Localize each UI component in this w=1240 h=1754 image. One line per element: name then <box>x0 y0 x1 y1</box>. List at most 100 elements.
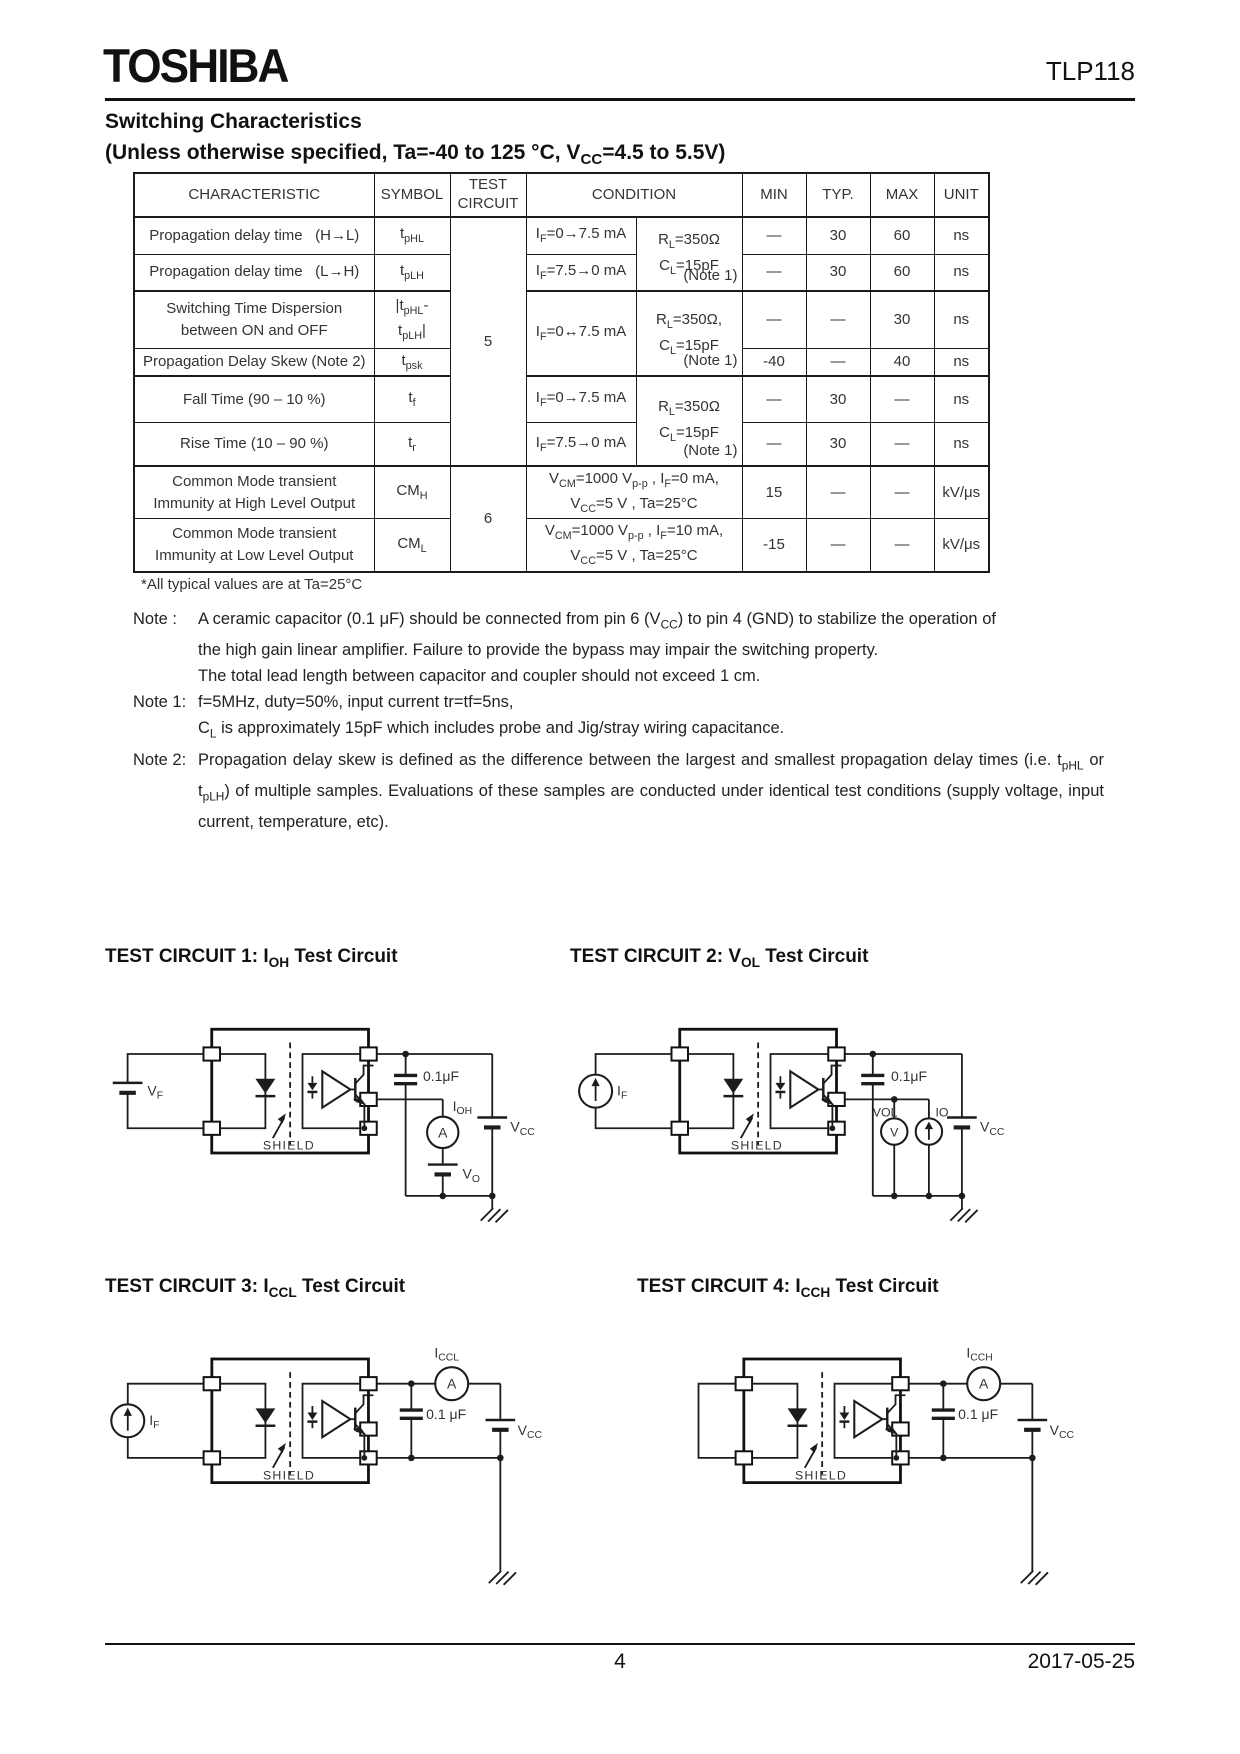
cell-characteristic: Propagation Delay Skew (Note 2) <box>133 347 375 378</box>
cell-characteristic: Fall Time (90 – 10 %) <box>133 375 375 423</box>
ioh-label: IOH <box>453 1098 472 1117</box>
bypass-capacitor: 0.1 μF <box>399 1383 466 1462</box>
io-source: IO <box>914 1099 949 1200</box>
ground-icon <box>488 1570 517 1586</box>
note-text: the high gain linear amplifier. Failure … <box>198 641 879 660</box>
cell-unit: ns <box>933 421 990 468</box>
note-label: Note : <box>133 610 178 628</box>
toshiba-logo: TOSHIBA <box>103 39 289 93</box>
table-row: Propagation delay time (L→H) tpLH IF=7.5… <box>133 253 990 292</box>
test-circuit-3-title: TEST CIRCUIT 3: ICCL Test Circuit <box>105 1276 406 1300</box>
test-circuit-4-diagram: A ICCH 0.1 μF VCC <box>697 1344 1074 1586</box>
cell-symbol: tr <box>373 421 451 468</box>
column-header-condition: CONDITION <box>525 172 743 218</box>
cell-max: — <box>869 518 935 573</box>
arrow-up-icon <box>123 1407 132 1416</box>
junction-dot <box>408 1380 415 1387</box>
cell-symbol: CML <box>373 518 451 573</box>
cell-condition: VCM=1000 Vp-p , IF=0 mA,VCC=5 V , Ta=25°… <box>525 465 743 520</box>
voltmeter-letter: V <box>890 1126 899 1140</box>
cell-unit: kV/μs <box>933 465 990 520</box>
cell-condition: VCM=1000 Vp-p , IF=10 mA,VCC=5 V , Ta=25… <box>525 518 743 573</box>
cell-min: — <box>741 253 807 292</box>
if-label: IF <box>149 1412 159 1431</box>
iccl-ammeter: A ICCL <box>376 1344 501 1402</box>
table-footnote: *All typical values are at Ta=25°C <box>141 576 363 593</box>
capacitor-label: 0.1μF <box>891 1068 927 1084</box>
cell-characteristic: Propagation delay time (H→L) <box>133 216 375 255</box>
note-text: The total lead length between capacitor … <box>198 667 761 686</box>
ground-rail <box>376 1454 517 1586</box>
vcc-source: VCC <box>485 1383 543 1458</box>
test-circuit-3-diagram: IF A ICCL 0.1 μF VCC <box>110 1344 543 1586</box>
vol-label: VOL <box>873 1106 898 1120</box>
test-circuit-4-title: TEST CIRCUIT 4: ICCH Test Circuit <box>637 1276 939 1300</box>
vf-label: VF <box>147 1082 163 1101</box>
column-header-max: MAX <box>869 172 935 218</box>
bypass-capacitor: 0.1 μF <box>931 1383 998 1462</box>
cell-max: — <box>869 375 935 423</box>
cell-unit: ns <box>933 347 990 378</box>
cell-max: — <box>869 465 935 520</box>
cell-typ: — <box>805 347 871 378</box>
ground-icon <box>1020 1570 1049 1586</box>
note-text: A ceramic capacitor (0.1 μF) should be c… <box>198 610 996 632</box>
cell-characteristic: Rise Time (10 – 90 %) <box>133 421 375 468</box>
header-divider <box>105 98 1135 101</box>
cell-max: 60 <box>869 253 935 292</box>
note-text: CL is approximately 15pF which includes … <box>198 719 785 741</box>
capacitor-label: 0.1 μF <box>426 1406 466 1422</box>
cell-typ: 30 <box>805 253 871 292</box>
cell-condition-load: RL=350Ω CL=15pF (Note 1) <box>635 216 743 292</box>
test-circuit-2-title: TEST CIRCUIT 2: VOL Test Circuit <box>570 946 869 970</box>
cell-min: -40 <box>741 347 807 378</box>
cell-min: — <box>741 290 807 349</box>
cell-typ: 30 <box>805 216 871 255</box>
cell-symbol: tpHL <box>373 216 451 255</box>
cell-max: — <box>869 421 935 468</box>
vcc-source: VCC <box>1017 1383 1074 1458</box>
cell-typ: 30 <box>805 375 871 423</box>
cell-min: -15 <box>741 518 807 573</box>
column-header-typ: TYP. <box>805 172 871 218</box>
junction-dot <box>940 1380 947 1387</box>
cell-max: 40 <box>869 347 935 378</box>
footer-divider <box>105 1643 1135 1645</box>
junction-dot <box>488 1192 496 1200</box>
ammeter-letter: A <box>447 1376 457 1392</box>
vo-label: VO <box>463 1166 480 1185</box>
vol-voltmeter: V VOL <box>844 1096 929 1200</box>
vf-source: VF <box>112 1053 204 1130</box>
cell-unit: kV/μs <box>933 518 990 573</box>
cell-typ: — <box>805 465 871 520</box>
vcc-label: VCC <box>518 1422 543 1441</box>
cell-condition-input: IF=7.5→0 mA <box>525 421 637 468</box>
cell-typ: — <box>805 290 871 349</box>
cell-symbol: |tpHL-tpLH| <box>373 290 451 349</box>
iccl-label: ICCL <box>434 1344 459 1363</box>
ground-rail <box>872 1192 979 1223</box>
bypass-capacitor: 0.1μF <box>844 1050 962 1196</box>
cell-test-circuit: 6 <box>449 465 527 573</box>
notes-block: Note : A ceramic capacitor (0.1 μF) shoul… <box>133 606 1143 835</box>
cell-characteristic: Propagation delay time (L→H) <box>133 253 375 292</box>
io-label: IO <box>936 1106 949 1120</box>
vcc-label: VCC <box>510 1119 535 1138</box>
cell-symbol: CMH <box>373 465 451 520</box>
column-header-unit: UNIT <box>933 172 990 218</box>
capacitor-label: 0.1 μF <box>958 1406 998 1422</box>
cell-condition-load: RL=350Ω, CL=15pF (Note 1) <box>635 289 743 377</box>
arrow-up-icon <box>591 1077 600 1087</box>
ammeter-letter: A <box>438 1124 448 1140</box>
cell-min: — <box>741 375 807 423</box>
footer-date: 2017-05-25 <box>1027 1650 1135 1673</box>
if-source: IF <box>578 1053 672 1130</box>
arrow-up-icon <box>924 1121 934 1130</box>
bypass-capacitor: 0.1μF <box>376 1050 493 1196</box>
cell-typ: 30 <box>805 421 871 468</box>
cell-min: 15 <box>741 465 807 520</box>
